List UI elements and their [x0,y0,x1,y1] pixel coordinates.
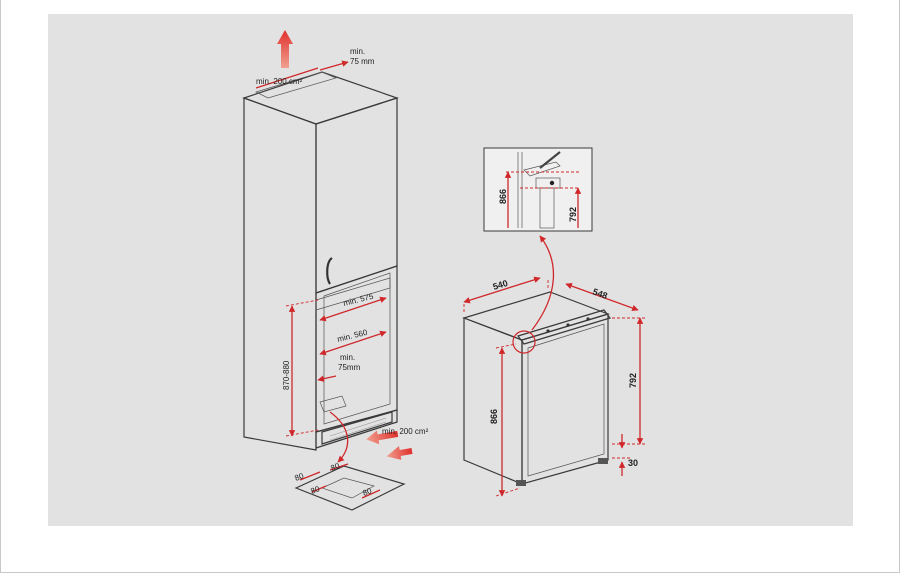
niche-width-label: min. 560 [336,328,368,344]
width-dim [463,276,541,304]
niche-width-dim [319,330,387,356]
plinth-label-c: 80 [361,486,373,498]
plinth-dim-b [329,463,349,471]
depth-dim [565,282,639,312]
plinth-dim-d [311,485,327,493]
niche-depth-dim [319,296,387,322]
bottom-vent-label: min. 200 cm² [382,427,429,436]
plinth-dim-c [361,489,381,499]
rear-gap-label-1: min. [340,353,355,362]
tall-cabinet [242,71,399,451]
air-in-arrow [366,430,413,460]
plinth-dim-a [299,471,321,481]
plinth-label-b: 80 [329,461,341,473]
plinth-pointer [329,411,349,463]
height-total-label: 866 [489,409,499,424]
top-vent-label: min. 200 cm² [256,77,303,86]
top-gap-dim [319,60,349,71]
height-body-label: 792 [628,373,638,388]
foot-label: 30 [628,458,638,468]
appliance-body [462,291,611,486]
detail-label-866: 866 [498,189,508,204]
niche-height-label: 870-880 [282,360,291,390]
rear-gap-label-2: 75mm [338,363,361,372]
top-gap-label-1: min. [350,47,365,56]
detail-label-792: 792 [568,207,578,222]
depth-label: 548 [591,286,609,301]
top-vent-dim [255,67,319,89]
plinth-label-a: 80 [293,471,305,483]
detail-pointer [531,235,555,331]
plinth-plate [294,465,406,511]
rear-gap-dim [317,375,337,382]
plinth-label-d: 80 [309,484,321,496]
niche-depth-label: min. 575 [342,292,374,308]
diagram-panel [48,14,853,526]
air-out-arrow [277,30,293,68]
width-label: 540 [492,278,509,292]
hinge-detail-inset [483,147,593,232]
top-gap-label-2: 75 mm [350,57,375,66]
